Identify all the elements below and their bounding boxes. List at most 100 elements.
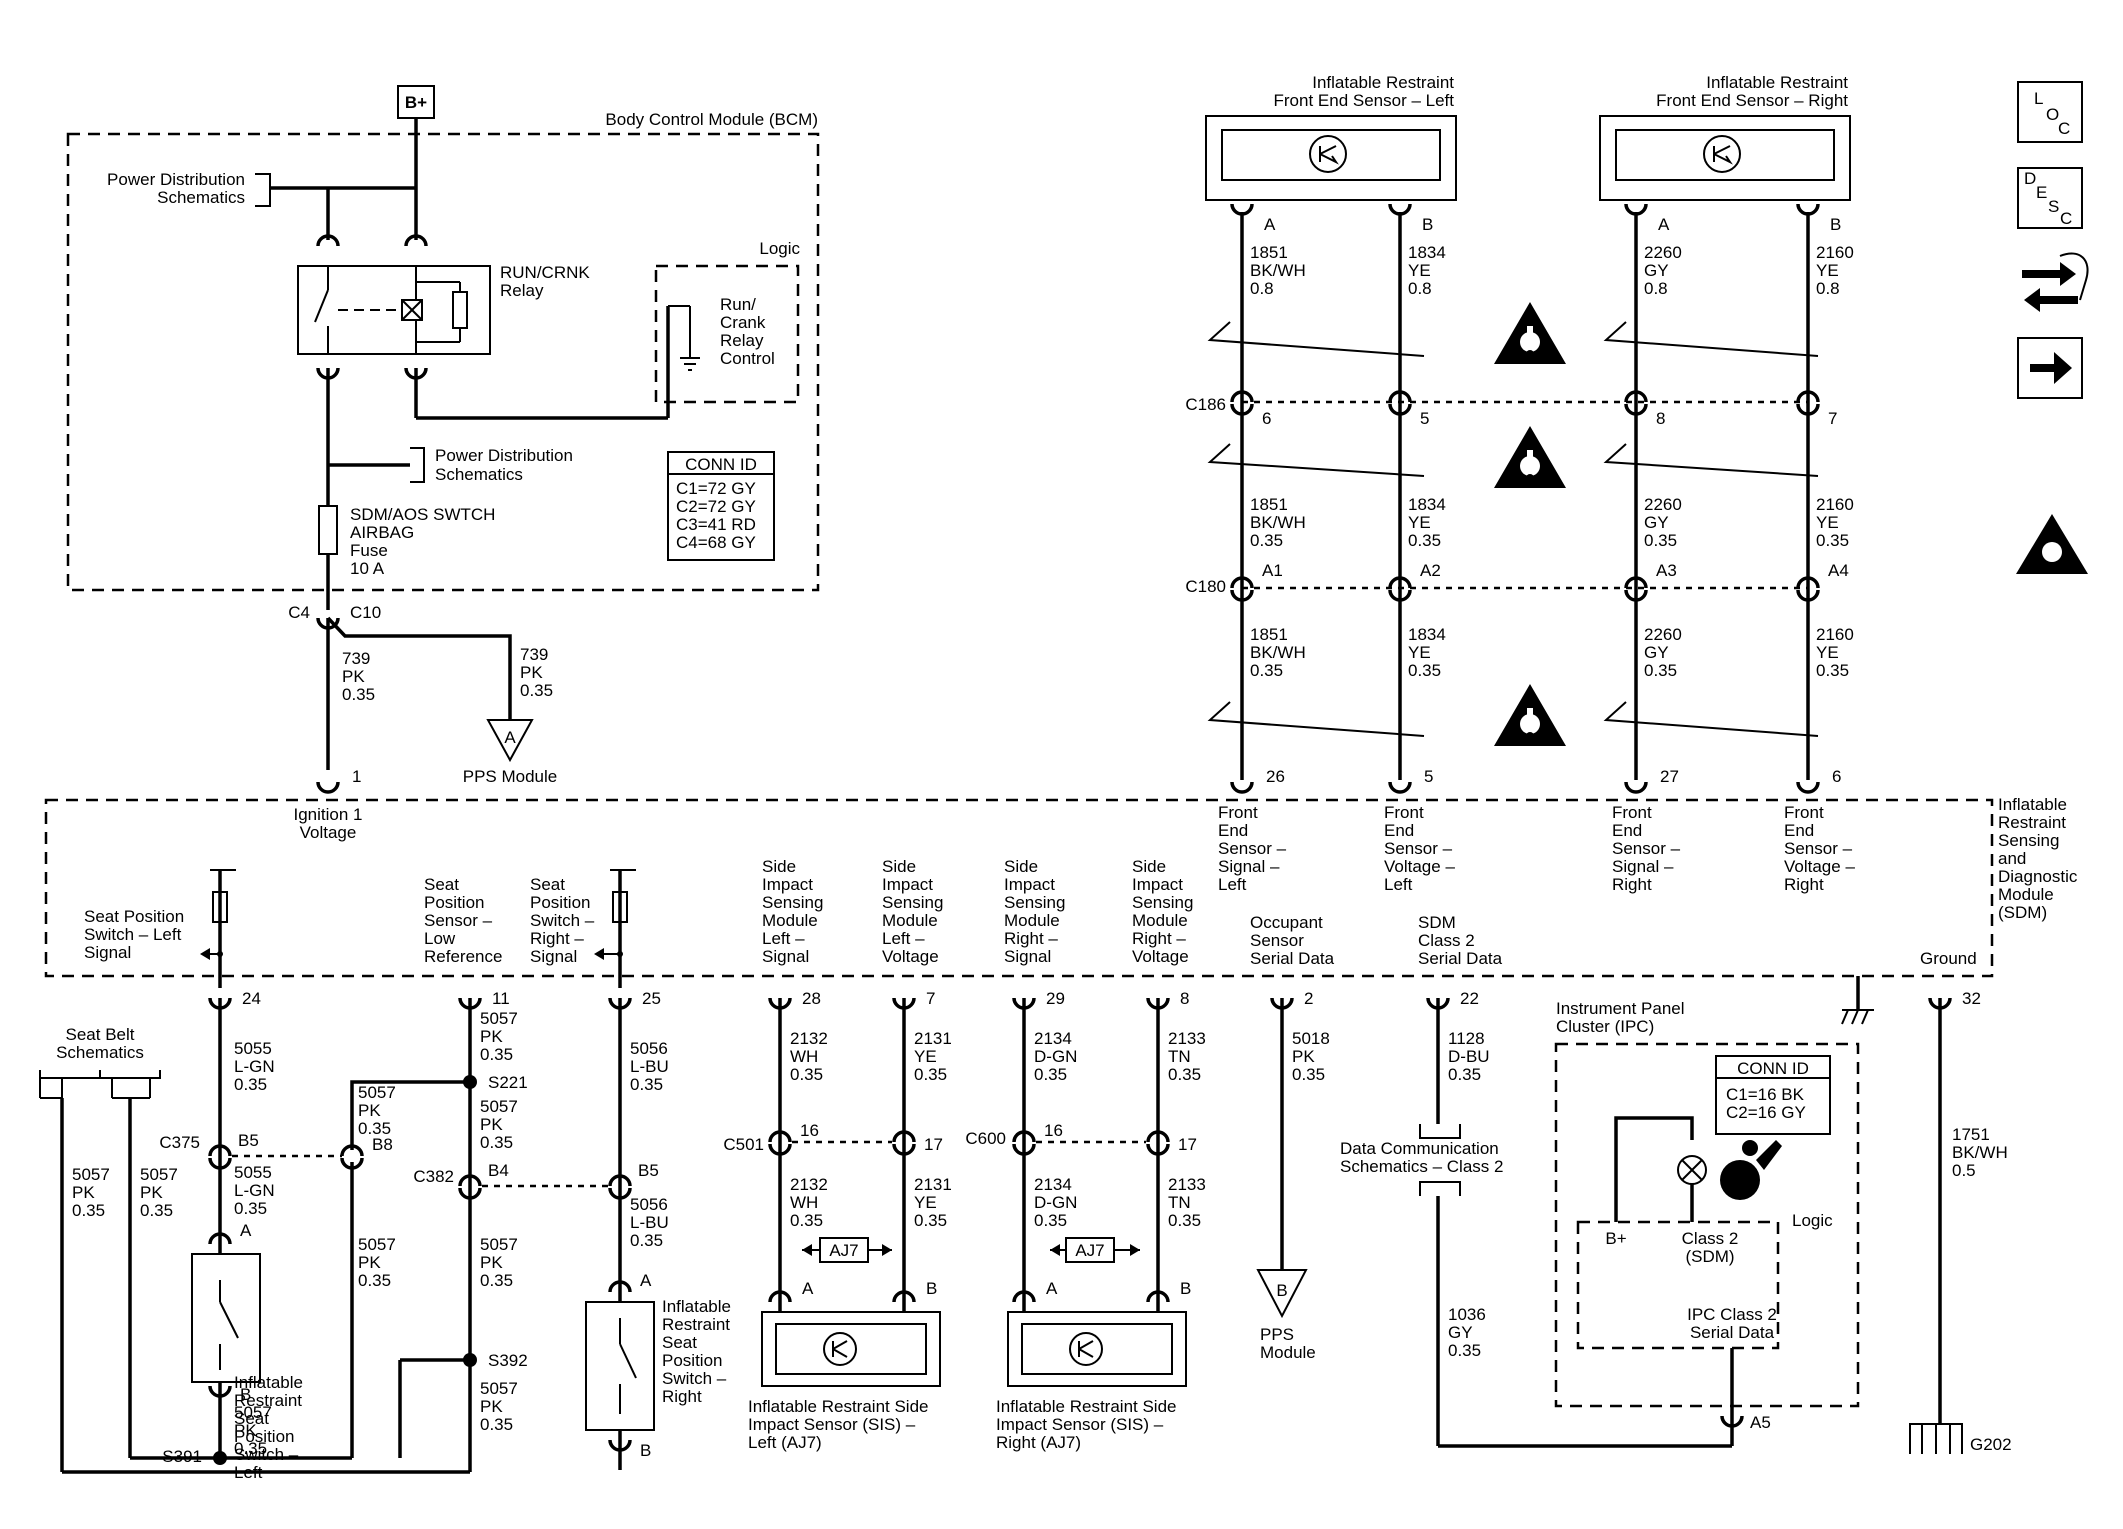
- svg-text:Restraint: Restraint: [1998, 813, 2066, 832]
- pin-label: 26: [1266, 767, 1285, 786]
- label: 5018: [1292, 1029, 1330, 1048]
- pin-1: 1: [352, 767, 361, 786]
- twisted-pair-marker: [1207, 443, 1425, 477]
- label: 0.35: [72, 1201, 105, 1220]
- pps-module-ref-a[interactable]: A PPS Module: [463, 719, 558, 786]
- svg-text:C4=68 GY: C4=68 GY: [676, 533, 756, 552]
- wire-label: 2260: [1644, 243, 1682, 262]
- svg-text:Sensing: Sensing: [1998, 831, 2059, 850]
- connector-label: C501: [723, 1135, 764, 1154]
- svg-text:PK: PK: [520, 663, 543, 682]
- label: B: [1180, 1279, 1191, 1298]
- label: L-GN: [234, 1057, 275, 1076]
- c186-label: C186: [1185, 395, 1226, 414]
- connector-pin: [1388, 589, 1412, 602]
- sdm-pin-label: End: [1612, 821, 1642, 840]
- sdm-pin-label: Front: [1218, 803, 1258, 822]
- wire-label: 1851: [1250, 625, 1288, 644]
- seat-position-switch-right: [585, 1301, 655, 1431]
- ground-g202: G202: [1909, 1423, 2012, 1454]
- label: D-BU: [1448, 1047, 1490, 1066]
- sdm-pin-label: Seat: [530, 875, 565, 894]
- twisted-pair-marker: [1207, 701, 1425, 737]
- sdm-pin-label: Low: [424, 929, 456, 948]
- sdm-pin-label: Sensing: [1004, 893, 1065, 912]
- svg-text:IPC Class 2: IPC Class 2: [1687, 1305, 1777, 1324]
- switch-label: Seat: [662, 1333, 697, 1352]
- label: A: [240, 1221, 252, 1240]
- connector-pin: [1388, 403, 1412, 416]
- sdm-pin-label: Sensor –: [1784, 839, 1853, 858]
- sdm-pin-label: Impact: [882, 875, 933, 894]
- label: 0.35: [630, 1075, 663, 1094]
- sdm-pin-label: Front: [1784, 803, 1824, 822]
- sdm-pin-label: Left: [1384, 875, 1413, 894]
- twisted-pair-marker: [1603, 701, 1819, 737]
- label: 5057: [480, 1379, 518, 1398]
- pin-label: 25: [642, 989, 661, 1008]
- sdm-pin-label: Voltage –: [1784, 857, 1855, 876]
- loc-icon[interactable]: L O C: [2017, 81, 2083, 143]
- data-communication-ref[interactable]: Data Communication Schematics – Class 2: [1340, 1124, 1503, 1196]
- connector-pin: [1720, 1415, 1744, 1428]
- pps-module-ref-b[interactable]: B PPS Module: [1256, 1269, 1316, 1362]
- sdm-pin-label: Module: [882, 911, 938, 930]
- label: 0.5: [1952, 1161, 1976, 1180]
- switch-label: Right: [662, 1387, 702, 1406]
- svg-text:Impact Sensor (SIS) –: Impact Sensor (SIS) –: [748, 1415, 916, 1434]
- pin-label: A1: [1262, 561, 1283, 580]
- label: 0.35: [480, 1271, 513, 1290]
- sdm-pin-label: End: [1218, 821, 1248, 840]
- label: 2131: [914, 1029, 952, 1048]
- next-page-icon[interactable]: [2017, 337, 2083, 399]
- sdm-pin-label: Reference: [424, 947, 502, 966]
- seat-belt-schematics-ref[interactable]: Seat Belt Schematics: [39, 1025, 161, 1099]
- connector-pin: [1796, 589, 1820, 602]
- svg-text:Data Communication: Data Communication: [1340, 1139, 1499, 1158]
- wire-label: BK/WH: [1250, 261, 1306, 280]
- power-distribution-ref-2[interactable]: Power Distribution Schematics: [328, 446, 573, 484]
- wire-label: 0.8: [1816, 279, 1840, 298]
- pin-label: B: [1422, 215, 1433, 234]
- sdm-pin-label: Seat: [424, 875, 459, 894]
- label: TN: [1168, 1193, 1191, 1212]
- label: L-BU: [630, 1057, 669, 1076]
- connector-pin: [1012, 1130, 1036, 1143]
- power-distribution-ref[interactable]: Power Distribution Schematics: [107, 170, 416, 207]
- label: PK: [480, 1115, 503, 1134]
- label: 0.35: [358, 1271, 391, 1290]
- pin-label: 5: [1420, 409, 1429, 428]
- switch-label: Restraint: [662, 1315, 730, 1334]
- label: 0.35: [358, 1119, 391, 1138]
- sdm-pin-label: Front: [1612, 803, 1652, 822]
- splice-s221: [463, 1075, 477, 1089]
- desc-icon[interactable]: D E S C: [2017, 167, 2083, 229]
- connector-views-icon[interactable]: [2022, 252, 2089, 312]
- wire-label: BK/WH: [1250, 643, 1306, 662]
- sdm-pin-label: Module: [1004, 911, 1060, 930]
- svg-text:and: and: [1998, 849, 2026, 868]
- svg-text:Diagnostic: Diagnostic: [1998, 867, 2078, 886]
- sdm-pin-label: Side: [1004, 857, 1038, 876]
- label: 1036: [1448, 1305, 1486, 1324]
- connector-pin: [1146, 1130, 1170, 1143]
- c4-label: C4: [288, 603, 310, 622]
- wire-label: GY: [1644, 643, 1669, 662]
- connector-pin: [208, 1232, 232, 1245]
- sdm-pin-label: Class 2: [1418, 931, 1475, 950]
- svg-text:C1=16 BK: C1=16 BK: [1726, 1085, 1805, 1104]
- connector-pin: [1388, 390, 1412, 403]
- wire-label: YE: [1408, 261, 1431, 280]
- label: 5057: [358, 1235, 396, 1254]
- airbag-indicator-icon: [1720, 1140, 1782, 1200]
- label: BK/WH: [1952, 1143, 2008, 1162]
- connector-pin: [208, 1144, 232, 1157]
- connector-pin: [1388, 576, 1412, 589]
- label: 1751: [1952, 1125, 1990, 1144]
- twisted-pair-marker: [1603, 321, 1819, 357]
- pin-label: 27: [1660, 767, 1679, 786]
- label: B4: [488, 1161, 509, 1180]
- svg-text:PK: PK: [342, 667, 365, 686]
